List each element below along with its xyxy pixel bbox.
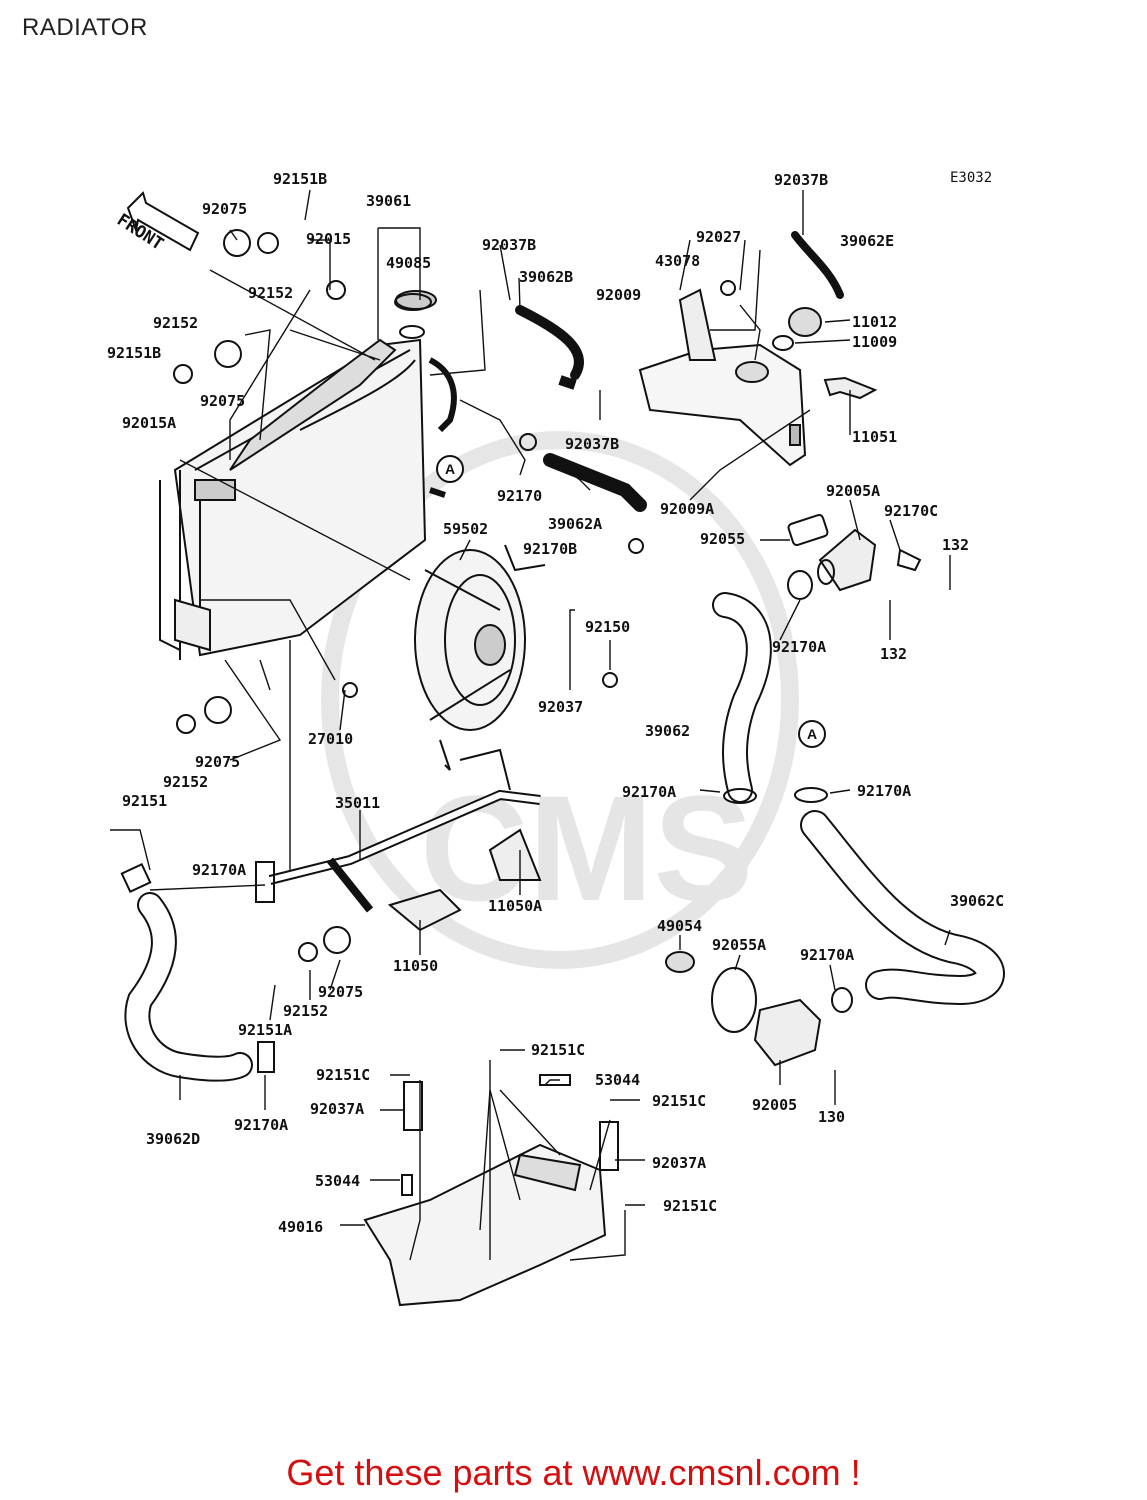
- callout-53044-a: 53044: [595, 1071, 641, 1089]
- callout-43078: 43078: [655, 252, 701, 270]
- callout-92075-mid: 92075: [195, 753, 241, 771]
- callout-92170a-d: 92170A: [192, 861, 247, 879]
- callout-92170b: 92170B: [523, 540, 578, 558]
- undercover-panel: [363, 1074, 619, 1307]
- callout-92152-mid: 92152: [163, 773, 209, 791]
- callout-11051: 11051: [852, 428, 898, 446]
- callout-11009: 11009: [852, 333, 898, 351]
- callout-39062: 39062: [645, 722, 691, 740]
- marker-a-lower: A: [798, 720, 826, 748]
- callout-92037b-a: 92037B: [482, 236, 537, 254]
- marker-a-upper: A: [436, 455, 464, 483]
- thermostat-housing-lower: [665, 951, 853, 1067]
- callout-92037: 92037: [538, 698, 584, 716]
- callout-92037b-b: 92037B: [774, 171, 829, 189]
- callout-92037a-b: 92037A: [652, 1154, 707, 1172]
- callout-39062b: 39062B: [519, 268, 574, 286]
- diagram-code: E3032: [950, 170, 993, 186]
- callout-132-b: 132: [880, 645, 908, 663]
- callout-92015: 92015: [306, 230, 352, 248]
- callout-130: 130: [818, 1108, 846, 1126]
- callout-92151: 92151: [122, 792, 168, 810]
- callout-35011: 35011: [335, 794, 381, 812]
- callout-92152-low: 92152: [283, 1002, 329, 1020]
- callout-92151c-b: 92151C: [316, 1066, 371, 1084]
- page-title: RADIATOR: [22, 14, 148, 41]
- callout-92151b-left: 92151B: [107, 344, 162, 362]
- callout-92170a-c: 92170A: [857, 782, 912, 800]
- callout-92170: 92170: [497, 487, 543, 505]
- watermark-logo: CMS: [321, 431, 799, 969]
- footer-promo-link[interactable]: Get these parts at www.cmsnl.com !: [286, 1452, 861, 1493]
- callout-92151c-a: 92151C: [531, 1041, 586, 1059]
- callout-39062e: 39062E: [840, 232, 895, 250]
- callout-92075-left: 92075: [200, 392, 246, 410]
- thermostat-housing-upper: [787, 514, 922, 592]
- callout-92151c-d: 92151C: [663, 1197, 718, 1215]
- callout-39062d: 39062D: [146, 1130, 201, 1148]
- callout-49085: 49085: [386, 254, 432, 272]
- callout-53044-b: 53044: [315, 1172, 361, 1190]
- callout-39061: 39061: [366, 192, 412, 210]
- callout-92015a: 92015A: [122, 414, 177, 432]
- callout-92152-left: 92152: [153, 314, 199, 332]
- callout-39062a: 39062A: [548, 515, 603, 533]
- front-direction-arrow: [126, 191, 200, 252]
- callout-11012: 11012: [852, 313, 898, 331]
- callout-59502: 59502: [443, 520, 489, 538]
- callout-11050: 11050: [393, 957, 439, 975]
- callout-92009a: 92009A: [660, 500, 715, 518]
- callout-92150: 92150: [585, 618, 631, 636]
- callout-92075-top: 92075: [202, 200, 248, 218]
- callout-132-a: 132: [942, 536, 970, 554]
- callout-92151a: 92151A: [238, 1021, 293, 1039]
- callout-92005: 92005: [752, 1096, 798, 1114]
- callout-92055: 92055: [700, 530, 746, 548]
- callout-92055a: 92055A: [712, 936, 767, 954]
- callout-49054: 49054: [657, 917, 703, 935]
- callout-92170a-f: 92170A: [234, 1116, 289, 1134]
- callout-92009: 92009: [596, 286, 642, 304]
- callout-92027: 92027: [696, 228, 742, 246]
- callout-92170a-e: 92170A: [800, 946, 855, 964]
- svg-text:CMS: CMS: [420, 764, 753, 932]
- callout-92151c-c: 92151C: [652, 1092, 707, 1110]
- callout-92170c: 92170C: [884, 502, 939, 520]
- callout-92075-low: 92075: [318, 983, 364, 1001]
- callout-92170a-b: 92170A: [622, 783, 677, 801]
- callout-39062c: 39062C: [950, 892, 1005, 910]
- reservoir-tank: [638, 288, 807, 467]
- callout-92037a-a: 92037A: [310, 1100, 365, 1118]
- callout-27010: 27010: [308, 730, 354, 748]
- callout-92170a-a: 92170A: [772, 638, 827, 656]
- callout-92151b-top: 92151B: [273, 170, 328, 188]
- callout-92005a: 92005A: [826, 482, 881, 500]
- fan-bracket: [255, 748, 542, 932]
- callout-92037b-c: 92037B: [565, 435, 620, 453]
- cooling-fan: [414, 544, 546, 771]
- callout-92152-top: 92152: [248, 284, 294, 302]
- radiator-core: [159, 338, 427, 660]
- callout-49016: 49016: [278, 1218, 324, 1236]
- callout-11050a: 11050A: [488, 897, 543, 915]
